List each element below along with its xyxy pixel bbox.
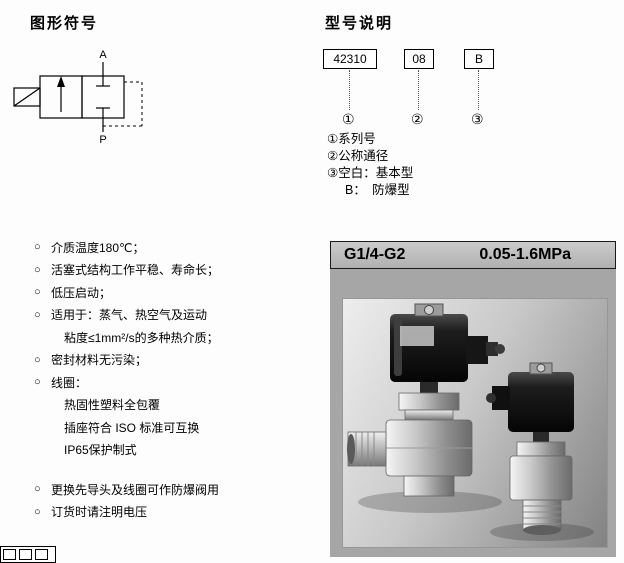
legend-line-explosionproof: B： 防爆型: [345, 183, 410, 197]
bullet-icon: ○: [34, 308, 41, 321]
solenoid-symbol: [13, 87, 41, 107]
feature-item: ○ 线圈：: [34, 371, 219, 394]
feature-text: 活塞式结构工作平稳、寿命长；: [51, 263, 220, 278]
port-a-label: A: [99, 49, 107, 61]
model-code-box-variant: B: [464, 49, 494, 69]
feature-item: ○ 低压启动；: [34, 281, 219, 304]
valve-schematic: A P: [13, 49, 143, 144]
model-code-box-series: 42310: [323, 49, 377, 69]
legend-line-diameter: ②公称通径: [327, 149, 389, 163]
legend-line-series: ①系列号: [327, 132, 376, 146]
feature-text: 线圈：: [51, 375, 88, 390]
fragment-cell: [3, 549, 16, 560]
feature-text: 介质温度180℃；: [51, 240, 145, 255]
bullet-icon: ○: [34, 483, 41, 496]
feature-text: 订货时请注明电压: [51, 505, 148, 520]
thread-range-label: G1/4-G2: [344, 246, 406, 263]
feature-item: ○ 适用于：蒸气、热空气及运动: [34, 304, 219, 327]
feature-item: IP65保护制式: [34, 439, 219, 462]
product-panel-header: G1/4-G2 0.05-1.6MPa: [330, 241, 616, 269]
feature-item: ○ 更换先导头及线圈可作防爆阀用: [34, 478, 219, 501]
bullet-icon: ○: [34, 241, 41, 254]
valve-left: [347, 303, 505, 513]
bullet-icon: ○: [34, 286, 41, 299]
dotted-connector-3: [478, 70, 479, 110]
marker-2: ②: [411, 111, 424, 127]
valve-positions: [39, 75, 125, 119]
marker-3: ③: [471, 111, 484, 127]
feature-item: 粘度≤1mm²/s的多种热介质；: [34, 326, 219, 349]
bullet-icon: ○: [34, 505, 41, 518]
dotted-connector-1: [349, 70, 350, 110]
feature-text: 更换先导头及线圈可作防爆阀用: [51, 482, 220, 497]
fragment-cell: [35, 549, 48, 560]
product-photo: [342, 298, 608, 548]
feature-item: 热固性塑料全包覆: [34, 394, 219, 417]
bullet-icon: ○: [34, 353, 41, 366]
valve-right: [486, 362, 594, 541]
port-p-label: P: [99, 134, 106, 144]
feature-text: 粘度≤1mm²/s的多种热介质；: [64, 330, 219, 345]
bullet-icon: ○: [34, 376, 41, 389]
feature-item: ○ 订货时请注明电压: [34, 501, 219, 524]
marker-1: ①: [342, 111, 355, 127]
model-code-legend: ①系列号 ②公称通径 ③空白：基本型 B： 防爆型: [327, 131, 413, 199]
scan-edge-fragment: [0, 546, 56, 563]
model-section-heading: 型号说明: [325, 15, 394, 32]
bullet-icon: ○: [34, 263, 41, 276]
feature-text: 低压启动；: [51, 285, 112, 300]
feature-text: 密封材料无污染；: [51, 353, 148, 368]
fragment-cell: [19, 549, 32, 560]
feature-text: 适用于：蒸气、热空气及运动: [51, 308, 208, 323]
feature-text: IP65保护制式: [64, 443, 137, 458]
feature-list: ○ 介质温度180℃； ○ 活塞式结构工作平稳、寿命长； ○ 低压启动； ○ 适用于：蒸…: [34, 236, 219, 523]
pressure-range-label: 0.05-1.6MPa: [479, 246, 571, 263]
dotted-connector-2: [418, 70, 419, 110]
feature-item: ○ 介质温度180℃；: [34, 236, 219, 259]
model-code-box-diameter: 08: [404, 49, 434, 69]
valve-photo-illustration: [347, 303, 594, 541]
pilot-dashed-line: [103, 81, 143, 127]
product-panel-body: [330, 269, 616, 557]
symbol-section-heading: 图形符号: [30, 15, 99, 32]
feature-text: 插座符合 ISO 标准可互换: [64, 420, 200, 435]
feature-item: 插座符合 ISO 标准可互换: [34, 416, 219, 439]
legend-line-basic: ③空白：基本型: [327, 166, 414, 180]
feature-text: 热固性塑料全包覆: [64, 398, 161, 413]
feature-item: ○ 密封材料无污染；: [34, 349, 219, 372]
feature-item: ○ 活塞式结构工作平稳、寿命长；: [34, 259, 219, 282]
